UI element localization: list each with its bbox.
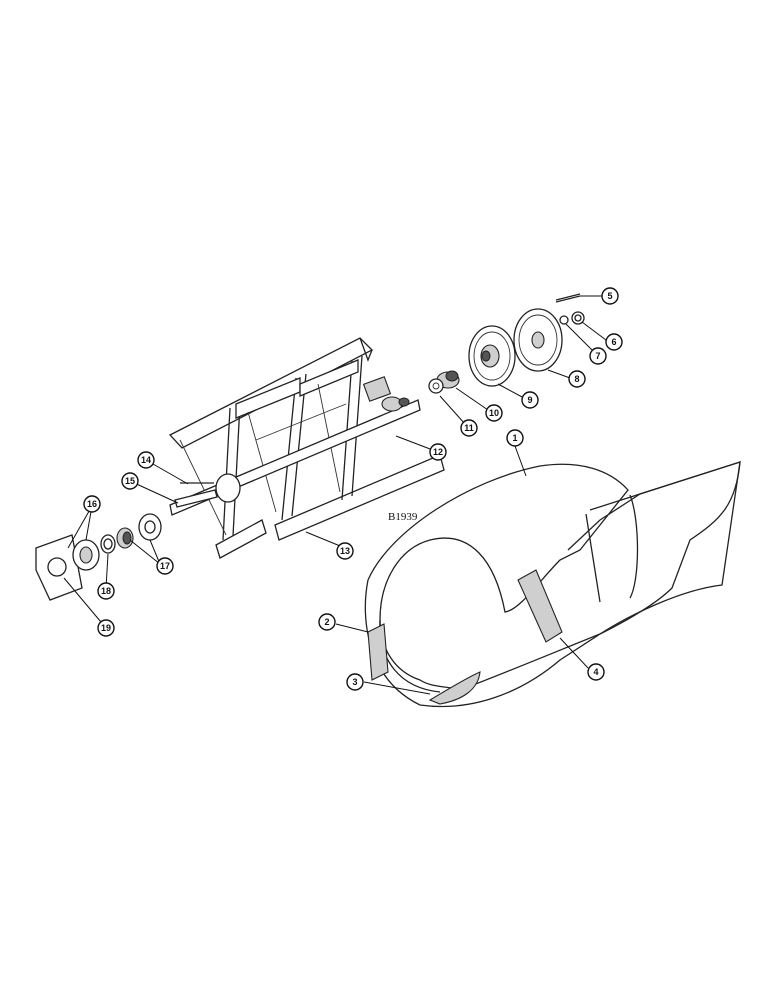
callout-3-label: 3 bbox=[352, 677, 357, 687]
callout-6-label: 6 bbox=[611, 337, 616, 347]
callout-2-label: 2 bbox=[324, 617, 329, 627]
callout-7: 7 bbox=[589, 347, 607, 365]
callout-1-label: 1 bbox=[512, 433, 517, 443]
callout-17-label: 17 bbox=[160, 561, 170, 571]
callout-3: 3 bbox=[346, 673, 364, 691]
callout-10: 10 bbox=[485, 404, 503, 422]
housing-brackets bbox=[367, 569, 563, 705]
callout-18: 18 bbox=[97, 582, 115, 600]
callout-18-label: 18 bbox=[101, 586, 111, 596]
callout-15: 15 bbox=[121, 472, 139, 490]
callout-6: 6 bbox=[605, 333, 623, 351]
callout-16-label: 16 bbox=[87, 499, 97, 509]
callout-4-label: 4 bbox=[593, 667, 598, 677]
callout-12-label: 12 bbox=[433, 447, 443, 457]
callout-9: 9 bbox=[521, 391, 539, 409]
callout-2: 2 bbox=[318, 613, 336, 631]
callout-16: 16 bbox=[83, 495, 101, 513]
callout-13-label: 13 bbox=[340, 546, 350, 556]
callout-10-label: 10 bbox=[489, 408, 499, 418]
housing-shroud bbox=[364, 461, 741, 708]
callout-14-label: 14 bbox=[141, 455, 151, 465]
callout-5: 5 bbox=[601, 287, 619, 305]
leader-lines bbox=[63, 295, 607, 695]
callout-12: 12 bbox=[429, 443, 447, 461]
reel-assembly bbox=[168, 337, 445, 559]
callout-11: 11 bbox=[460, 419, 478, 437]
callout-5-label: 5 bbox=[607, 291, 612, 301]
callout-8: 8 bbox=[568, 370, 586, 388]
callout-4: 4 bbox=[587, 663, 605, 681]
callout-17: 17 bbox=[156, 557, 174, 575]
callout-7-label: 7 bbox=[595, 351, 600, 361]
callout-1: 1 bbox=[506, 429, 524, 447]
callout-19-label: 19 bbox=[101, 623, 111, 633]
callout-19: 19 bbox=[97, 619, 115, 637]
callout-13: 13 bbox=[336, 542, 354, 560]
callout-14: 14 bbox=[137, 451, 155, 469]
callout-11-label: 11 bbox=[464, 423, 474, 433]
pulley-parts bbox=[428, 293, 585, 394]
callout-8-label: 8 bbox=[574, 374, 579, 384]
figure-reference-code: B1939 bbox=[388, 511, 418, 523]
callout-15-label: 15 bbox=[125, 476, 135, 486]
callout-9-label: 9 bbox=[527, 395, 532, 405]
